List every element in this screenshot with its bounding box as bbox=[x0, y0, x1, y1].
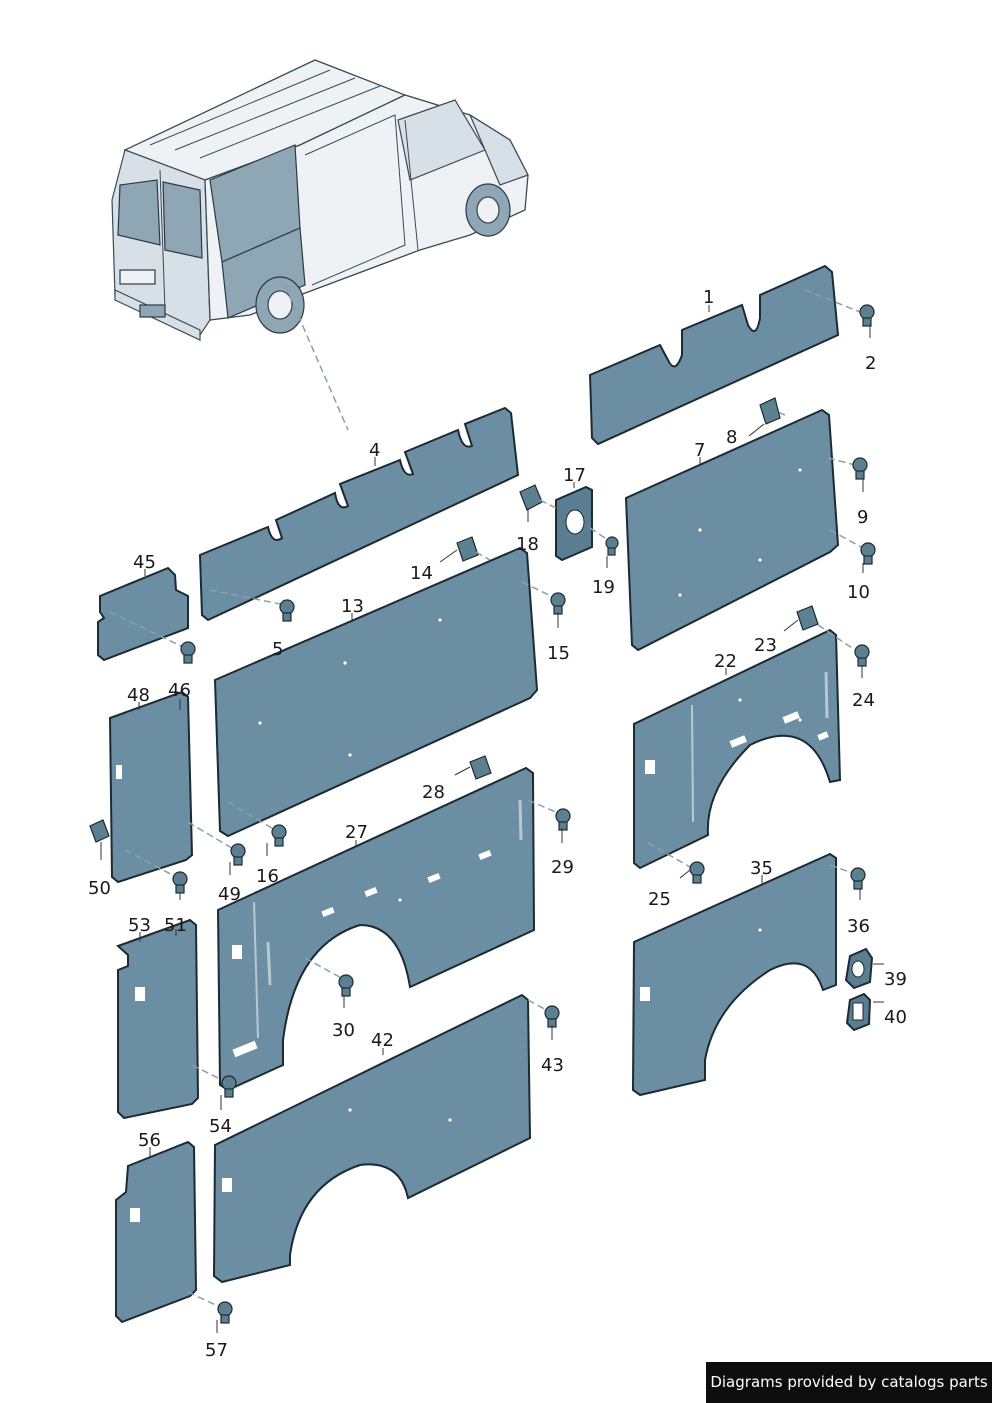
callout-57: 57 bbox=[205, 1340, 228, 1361]
screw-icon bbox=[180, 641, 196, 664]
callout-36: 36 bbox=[847, 916, 870, 937]
clip-icon bbox=[759, 397, 781, 425]
callout-24: 24 bbox=[852, 690, 875, 711]
callout-1: 1 bbox=[703, 287, 714, 308]
callout-15: 15 bbox=[547, 643, 570, 664]
screw-icon bbox=[555, 808, 571, 831]
screw-icon bbox=[230, 843, 246, 866]
screw-icon bbox=[550, 592, 566, 615]
panel-details bbox=[116, 468, 829, 1222]
screw-icon bbox=[852, 457, 868, 480]
panel-35 bbox=[631, 852, 837, 1097]
panel-53 bbox=[116, 918, 200, 1120]
screw-icon bbox=[279, 599, 295, 622]
panel-7 bbox=[624, 408, 840, 652]
callout-23: 23 bbox=[754, 635, 777, 656]
clip-icon bbox=[796, 605, 819, 631]
callout-53: 53 bbox=[128, 915, 151, 936]
fasteners bbox=[89, 289, 876, 1324]
leader-lines bbox=[100, 305, 884, 1333]
callout-40: 40 bbox=[884, 1007, 907, 1028]
callout-22: 22 bbox=[714, 651, 737, 672]
callout-8: 8 bbox=[726, 427, 737, 448]
panel-48 bbox=[108, 690, 194, 884]
callout-25: 25 bbox=[648, 889, 671, 910]
screw-icon bbox=[605, 536, 619, 556]
callout-16: 16 bbox=[256, 866, 279, 887]
panel-13 bbox=[213, 546, 539, 838]
callout-45: 45 bbox=[133, 552, 156, 573]
callout-54: 54 bbox=[209, 1116, 232, 1137]
clip-icon bbox=[89, 819, 110, 843]
callout-13: 13 bbox=[341, 596, 364, 617]
callout-7: 7 bbox=[694, 440, 705, 461]
screw-icon bbox=[217, 1301, 233, 1324]
panel-4 bbox=[198, 406, 520, 622]
callout-51: 51 bbox=[164, 915, 187, 936]
screw-icon bbox=[689, 861, 705, 884]
panel-45 bbox=[97, 566, 189, 662]
callout-2: 2 bbox=[865, 353, 876, 374]
clip-icon bbox=[469, 755, 492, 780]
callout-17: 17 bbox=[563, 465, 586, 486]
panel-1 bbox=[588, 264, 840, 446]
watermark-badge: Diagrams provided by catalogs parts bbox=[706, 1362, 992, 1403]
screw-icon bbox=[544, 1005, 560, 1028]
callout-5: 5 bbox=[272, 639, 283, 660]
clip-icon bbox=[456, 536, 479, 562]
panel-22 bbox=[633, 628, 842, 870]
screw-icon bbox=[172, 871, 188, 894]
screw-icon bbox=[860, 542, 876, 565]
screw-icon bbox=[854, 644, 870, 667]
panel-56 bbox=[115, 1140, 198, 1324]
callout-4: 4 bbox=[369, 440, 380, 461]
callout-14: 14 bbox=[410, 563, 433, 584]
callout-35: 35 bbox=[750, 858, 773, 879]
panel-42 bbox=[212, 993, 532, 1284]
callout-48: 48 bbox=[127, 685, 150, 706]
callout-56: 56 bbox=[138, 1130, 161, 1151]
screw-icon bbox=[338, 974, 354, 997]
callout-43: 43 bbox=[541, 1055, 564, 1076]
callout-18: 18 bbox=[516, 534, 539, 555]
callout-30: 30 bbox=[332, 1020, 355, 1041]
screw-icon bbox=[221, 1075, 237, 1098]
screw-icon bbox=[859, 304, 875, 327]
callout-46: 46 bbox=[168, 680, 191, 701]
clip-icon bbox=[519, 484, 543, 511]
callout-27: 27 bbox=[345, 822, 368, 843]
van-illustration bbox=[111, 59, 529, 341]
panel-27 bbox=[216, 766, 536, 1092]
callout-28: 28 bbox=[422, 782, 445, 803]
callout-42: 42 bbox=[371, 1030, 394, 1051]
callout-29: 29 bbox=[551, 857, 574, 878]
callout-9: 9 bbox=[857, 507, 868, 528]
screw-icon bbox=[271, 824, 287, 847]
screw-icon bbox=[850, 867, 866, 890]
callout-49: 49 bbox=[218, 884, 241, 905]
callout-39: 39 bbox=[884, 969, 907, 990]
callout-50: 50 bbox=[88, 878, 111, 899]
callout-19: 19 bbox=[592, 577, 615, 598]
callout-labels: 1 2 4 5 7 8 9 10 13 14 15 16 17 18 19 22… bbox=[88, 287, 907, 1361]
callout-10: 10 bbox=[847, 582, 870, 603]
